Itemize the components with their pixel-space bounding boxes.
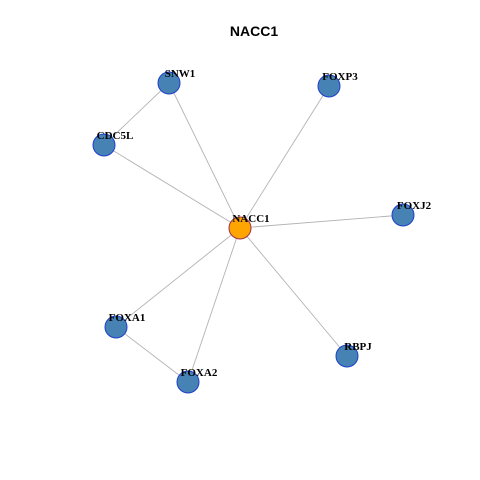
- nodes-layer: [92, 71, 415, 394]
- edge-nacc1-foxp3: [239, 85, 330, 229]
- node-label-foxj2: FOXJ2: [397, 200, 432, 212]
- node-snw1: [157, 71, 181, 95]
- node-cdc5l: [92, 133, 116, 157]
- edge-nacc1-foxj2: [239, 214, 404, 229]
- node-label-cdc5l: CDC5L: [97, 130, 134, 142]
- node-nacc1: [228, 216, 252, 240]
- edge-nacc1-snw1: [168, 82, 241, 229]
- edge-nacc1-foxa1: [115, 227, 241, 328]
- edge-nacc1-foxa2: [187, 227, 241, 383]
- node-foxp3: [317, 74, 341, 98]
- node-foxj2: [391, 203, 415, 227]
- node-foxa2: [176, 370, 200, 394]
- edges-layer: [103, 82, 404, 383]
- node-rbpj: [335, 344, 359, 368]
- node-label-foxa1: FOXA1: [109, 312, 146, 324]
- edge-foxa1-foxa2: [115, 326, 189, 383]
- node-foxa1: [104, 315, 128, 339]
- node-label-snw1: SNW1: [165, 68, 196, 80]
- diagram-title: NACC1: [230, 23, 278, 39]
- node-label-nacc1: NACC1: [232, 213, 269, 225]
- node-label-rbpj: RBPJ: [344, 341, 372, 353]
- edge-nacc1-cdc5l: [103, 144, 241, 229]
- node-label-foxa2: FOXA2: [181, 367, 218, 379]
- node-label-foxp3: FOXP3: [322, 71, 358, 83]
- edge-snw1-cdc5l: [103, 82, 170, 146]
- edge-nacc1-rbpj: [239, 227, 348, 357]
